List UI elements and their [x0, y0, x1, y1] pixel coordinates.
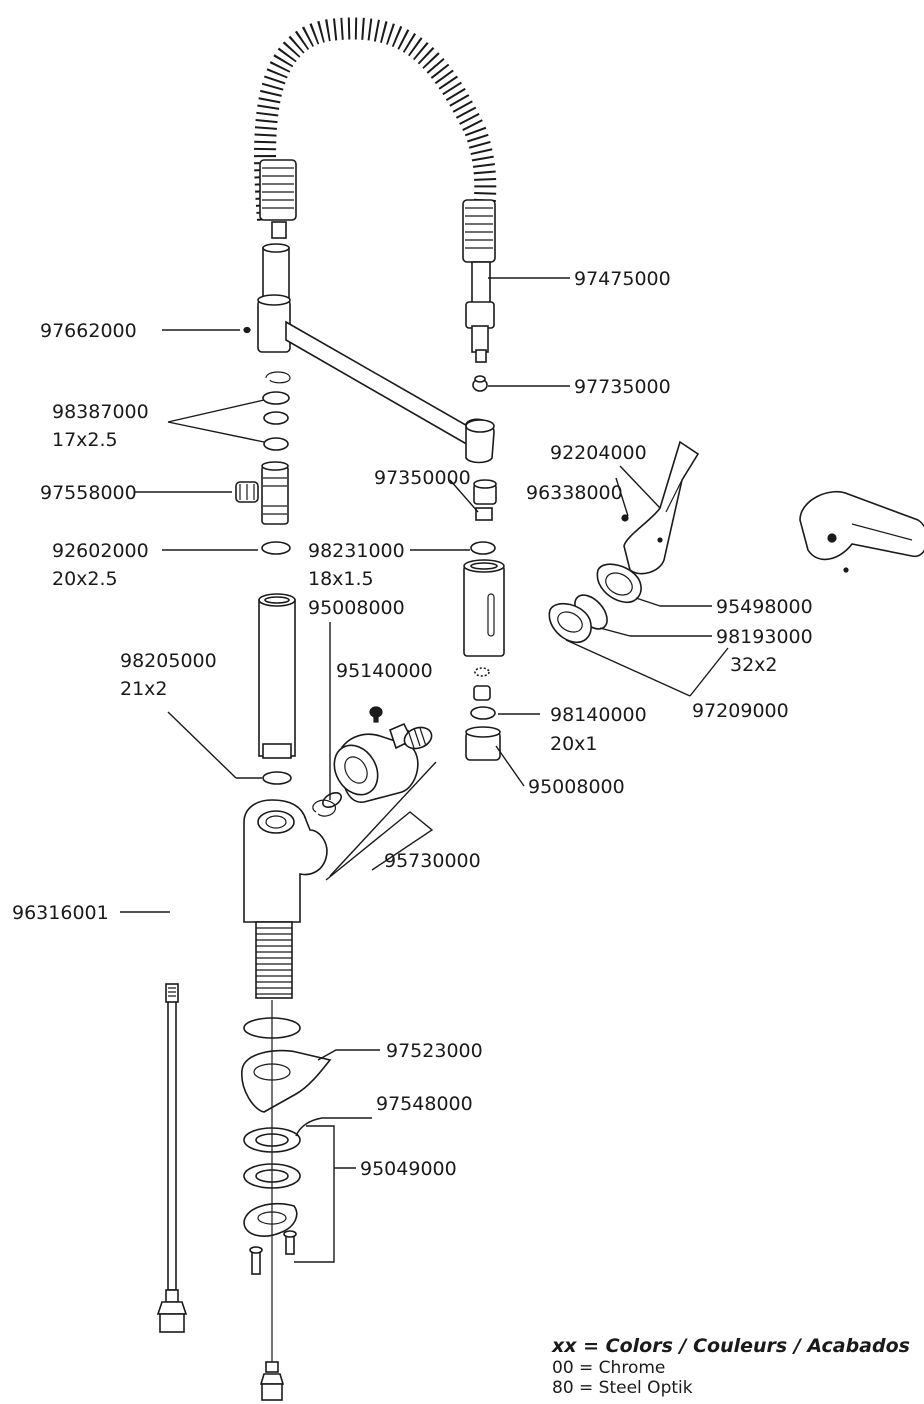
label-97558000: 97558000: [40, 482, 137, 504]
label-92602000: 92602000: [52, 540, 149, 562]
label-95730000: 95730000: [384, 850, 481, 872]
label-95008000-upper: 95008000: [308, 597, 405, 619]
label-20x2-5: 20x2.5: [52, 568, 118, 590]
legend-row-chrome: 00 = Chrome: [552, 1358, 666, 1378]
label-92204000: 92204000: [550, 442, 647, 464]
legend-row-steel-optik: 80 = Steel Optik: [552, 1378, 693, 1398]
valve-97350000: [473, 479, 497, 521]
label-21x2: 21x2: [120, 678, 168, 700]
color-legend: xx = Colors / Couleurs / Acabados 00 = C…: [552, 1334, 910, 1398]
label-97548000: 97548000: [376, 1093, 473, 1115]
mounting-screws: [249, 1230, 297, 1275]
label-32x2: 32x2: [730, 654, 778, 676]
screw-95140000: [369, 706, 383, 723]
spray-body: [463, 559, 505, 657]
legend-title: xx = Colors / Couleurs / Acabados: [552, 1335, 910, 1357]
long-tube: [258, 593, 296, 759]
nozzle-97735000: [472, 375, 488, 392]
circlip: [265, 371, 291, 384]
o-ring-98231000: [470, 541, 496, 555]
faucet-body: [243, 799, 328, 999]
label-97735000: 97735000: [574, 376, 671, 398]
label-96316001: 96316001: [12, 902, 109, 924]
label-97475000: 97475000: [574, 268, 671, 290]
hose-end-fitting: [465, 261, 495, 363]
spring-coil-hose: [254, 17, 497, 263]
label-95498000: 95498000: [716, 596, 813, 618]
label-98387000: 98387000: [52, 401, 149, 423]
o-ring-92602000: [261, 541, 291, 555]
label-95140000: 95140000: [336, 660, 433, 682]
label-20x1: 20x1: [550, 733, 598, 755]
label-97350000: 97350000: [374, 467, 471, 489]
handle-alternative-view: [799, 490, 924, 573]
label-97662000: 97662000: [40, 320, 137, 342]
set-screw-97662000: [243, 326, 251, 334]
label-98140000: 98140000: [550, 704, 647, 726]
leader-lines: [120, 277, 729, 1263]
swing-arm: [285, 320, 495, 464]
label-96338000: 96338000: [526, 482, 623, 504]
label-17x2-5: 17x2.5: [52, 429, 118, 451]
label-95008000-lower: 95008000: [528, 776, 625, 798]
supply-hose-96316001: [156, 983, 188, 1333]
label-97523000: 97523000: [386, 1040, 483, 1062]
label-18x1-5: 18x1.5: [308, 568, 374, 590]
ring-95498000: [596, 563, 642, 604]
o-rings-98387000: [262, 391, 290, 451]
label-97209000: 97209000: [692, 700, 789, 722]
threaded-rod: [259, 1000, 285, 1401]
label-98205000: 98205000: [120, 650, 217, 672]
cartridge-95730000: [312, 722, 433, 817]
label-98193000: 98193000: [716, 626, 813, 648]
plate-97523000: [241, 1049, 332, 1113]
diverter-97558000: [235, 461, 289, 525]
nut-97209000: [548, 602, 592, 644]
small-parts-spray: [465, 667, 501, 761]
o-ring-98205000: [262, 771, 292, 785]
label-98231000: 98231000: [308, 540, 405, 562]
part-labels: 97475000 97662000 97735000 98387000 17x2…: [12, 268, 813, 1180]
label-95049000: 95049000: [360, 1158, 457, 1180]
